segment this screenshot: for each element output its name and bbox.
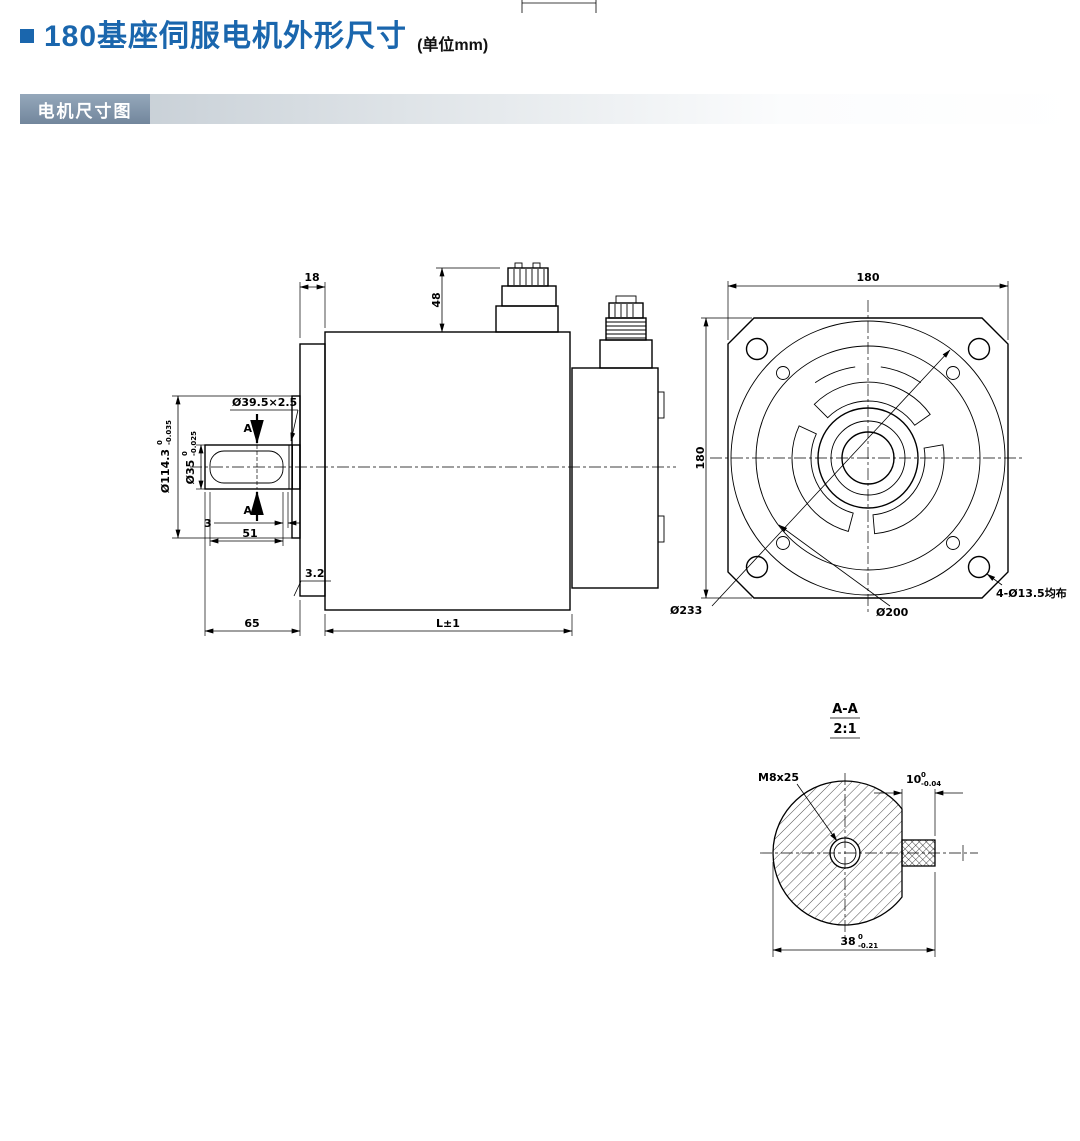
dim-shaft-diameter: Ø35 0 -0.025 [181, 431, 205, 490]
dim-shaft-extension: 65 [204, 492, 301, 636]
svg-text:-0.21: -0.21 [858, 942, 878, 950]
title-bullet-icon [20, 29, 34, 43]
page-header: 180基座伺服电机外形尺寸 (单位mm) [20, 20, 488, 55]
page-title-unit: (单位mm) [417, 37, 489, 54]
screw-hole [776, 536, 790, 550]
leader-233: Ø233 [670, 349, 951, 617]
svg-text:Ø35: Ø35 [184, 460, 197, 485]
page-top-artifact [521, 0, 597, 13]
svg-text:0: 0 [921, 771, 926, 779]
svg-text:L±1: L±1 [436, 617, 460, 630]
shaft-hole [841, 431, 895, 485]
leader-thread: M8x25 [758, 771, 838, 842]
dim-connector-height: 48 [430, 267, 500, 333]
svg-text:2:1: 2:1 [833, 722, 856, 737]
section-view-aa: A-A 2:1 M8x25 10 0 -0.04 [758, 702, 978, 957]
svg-text:Ø39.5×2.5: Ø39.5×2.5 [232, 396, 297, 409]
svg-text:Ø200: Ø200 [876, 606, 909, 619]
svg-text:0: 0 [181, 451, 189, 456]
flange-outline [727, 317, 1009, 599]
svg-text:51: 51 [242, 527, 257, 540]
screw-hole [776, 366, 790, 380]
section-label: 电机尺寸图 [20, 94, 150, 124]
power-connector [495, 262, 559, 333]
circle-200 [755, 345, 981, 571]
motor-body [324, 331, 571, 611]
dim-groove-offset: 3 [204, 492, 300, 530]
svg-text:A: A [243, 504, 252, 517]
encoder-connector [599, 295, 653, 369]
svg-text:18: 18 [304, 271, 319, 284]
mounting-hole [967, 555, 991, 579]
callout-snap-ring-groove: Ø39.5×2.5 [230, 396, 299, 442]
surface-roughness-mark: 3.2 [293, 567, 331, 597]
dim-spigot-diameter: Ø114.3 0 -0.035 [156, 395, 292, 539]
svg-text:180: 180 [694, 446, 707, 469]
svg-text:0: 0 [156, 440, 164, 445]
section-cut-marker-bottom: A [243, 490, 264, 521]
shaft-section [772, 780, 903, 926]
dim-flange-thickness: 18 [299, 271, 326, 338]
rear-housing [571, 367, 659, 589]
svg-text:38: 38 [840, 935, 855, 948]
screw-hole [946, 366, 960, 380]
motor-side-view: 18 48 Ø39.5×2.5 A A [156, 262, 676, 636]
dim-flange-height: 180 [694, 317, 752, 599]
mounting-hole [745, 555, 769, 579]
svg-text:4-Ø13.5均布: 4-Ø13.5均布 [996, 586, 1067, 600]
page-title: 180基座伺服电机外形尺寸 [44, 20, 408, 53]
svg-text:A: A [243, 422, 252, 435]
thread-hole [833, 841, 857, 865]
section-bar: 电机尺寸图 [20, 94, 1080, 124]
svg-text:M8x25: M8x25 [758, 771, 799, 784]
center-boss [817, 407, 919, 509]
vent-slots [791, 366, 945, 535]
section-title: A-A 2:1 [830, 702, 860, 739]
svg-text:0: 0 [858, 933, 863, 941]
svg-text:Ø114.3: Ø114.3 [159, 449, 172, 493]
mounting-hole [967, 337, 991, 361]
svg-text:3.2: 3.2 [305, 567, 325, 580]
mounting-hole [745, 337, 769, 361]
leader-200: Ø200 [778, 524, 909, 619]
motor-front-view: 180 180 Ø233 Ø200 4-Ø13.5均布 [670, 271, 1067, 619]
svg-text:Ø233: Ø233 [670, 604, 702, 617]
svg-text:-0.04: -0.04 [921, 780, 941, 788]
key-section [901, 839, 936, 867]
svg-text:48: 48 [430, 292, 443, 307]
dim-flange-width: 180 [727, 271, 1009, 340]
dim-body-length: L±1 [324, 614, 573, 636]
svg-text:3: 3 [204, 517, 212, 530]
svg-text:-0.025: -0.025 [190, 431, 198, 456]
svg-text:A-A: A-A [832, 702, 858, 717]
shaft-keyway [209, 450, 284, 484]
svg-text:180: 180 [857, 271, 880, 284]
thread-arc [829, 837, 859, 869]
leader-mounting-holes: 4-Ø13.5均布 [986, 573, 1067, 600]
svg-text:-0.035: -0.035 [165, 420, 173, 445]
section-cut-marker-top: A [243, 414, 264, 445]
motor-flange [299, 343, 326, 597]
svg-text:10: 10 [906, 773, 922, 786]
dim-keyway-length: 51 [209, 492, 284, 546]
screw-hole [946, 536, 960, 550]
dim-across-flat: 38 0 -0.21 [772, 862, 936, 957]
svg-text:65: 65 [244, 617, 259, 630]
motor-shaft [204, 444, 301, 490]
dim-key-width: 10 0 -0.04 [874, 771, 963, 836]
circle-233 [730, 320, 1006, 596]
